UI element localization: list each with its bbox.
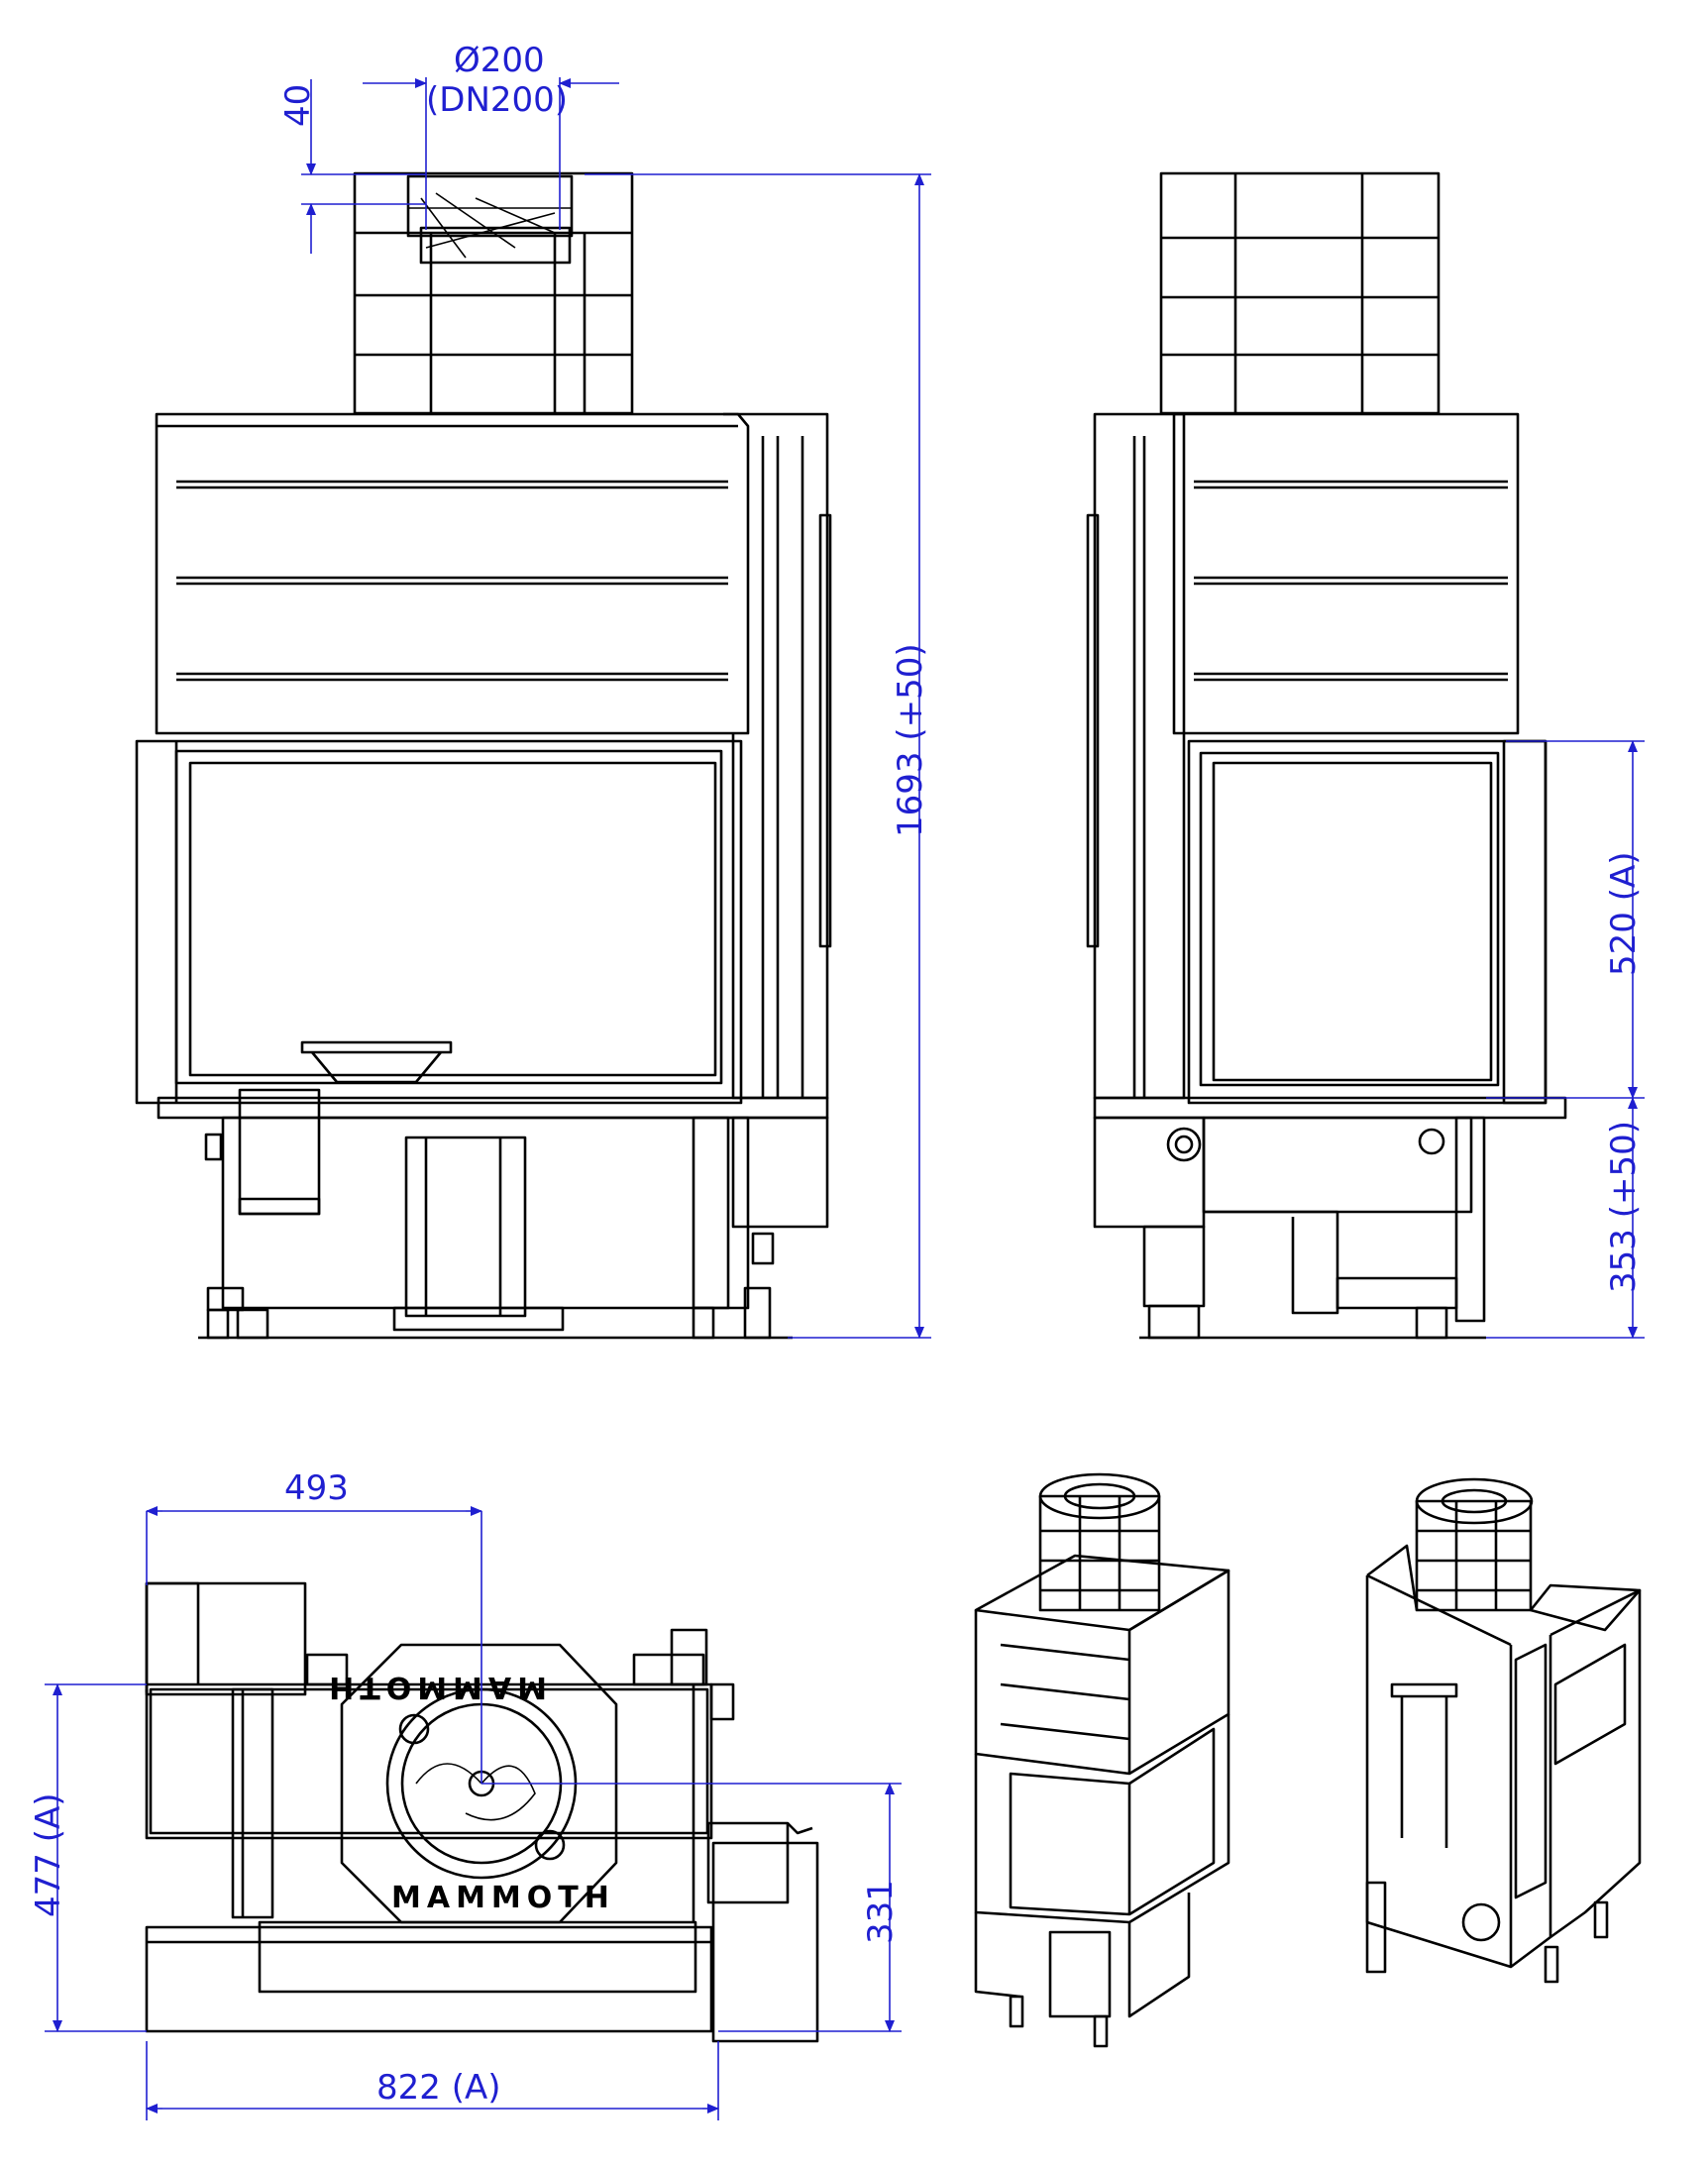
front-depth-label: 331 — [861, 1880, 901, 1944]
collar-octagon — [340, 1643, 618, 1924]
axis-offset-label: 493 — [284, 1468, 349, 1508]
brand-text-bottom: MAMMOTH — [391, 1881, 615, 1915]
isometric-front-view — [974, 1472, 1230, 2048]
top-dimensions: 493 477 (A) 331 822 (A) — [29, 1468, 902, 2120]
side-view — [1086, 171, 1567, 1340]
flue-dn-label: (DN200) — [426, 80, 568, 120]
total-height-label: 1693 (+50) — [891, 643, 930, 837]
collar-height-label: 40 — [278, 84, 318, 127]
side-dimensions: 520 (A) 353 (+50) — [1486, 740, 1645, 1339]
front-dimensions: Ø200 (DN200) 40 1693 (+50) — [278, 41, 931, 1339]
door-height-label: 520 (A) — [1604, 852, 1644, 977]
brand-text-top: MAMMOTH — [323, 1670, 547, 1704]
width-label: 822 (A) — [376, 2068, 501, 2108]
top-view: MAMMOTH MAMMOTH — [145, 1581, 819, 2043]
front-view — [135, 171, 832, 1340]
depth-label: 477 (A) — [29, 1793, 68, 1918]
isometric-rear-view — [1365, 1477, 1642, 1984]
base-height-label: 353 (+50) — [1604, 1121, 1644, 1293]
flue-diameter-label: Ø200 — [454, 41, 545, 80]
